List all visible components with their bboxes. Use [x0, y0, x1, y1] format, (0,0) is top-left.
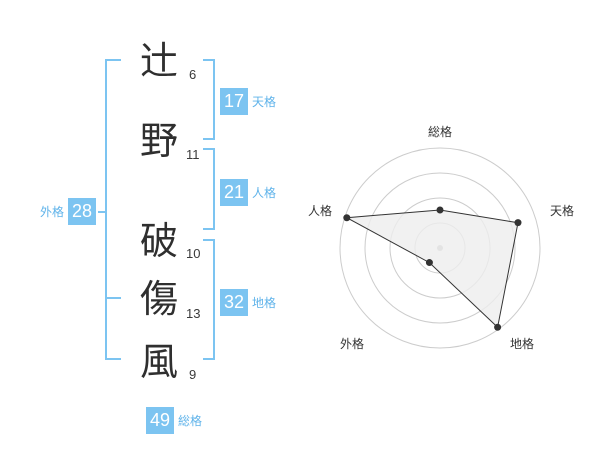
radar-grid-ring [414, 222, 466, 274]
tenkaku-value: 17 [220, 88, 248, 115]
radar-label-chikaku: 地格 [510, 337, 535, 351]
radar-label-jinkaku: 人格 [308, 204, 333, 218]
stroke-count-3: 10 [186, 246, 201, 261]
stroke-count-4: 13 [186, 306, 201, 321]
jinkaku-value: 21 [220, 179, 248, 206]
name-char-3: 破 [140, 219, 179, 263]
radar-label-gaikaku: 外格 [340, 337, 365, 351]
gaikaku-value: 28 [68, 198, 97, 225]
soukaku-badge: 49 総格 [146, 407, 202, 434]
gaikaku-badge: 外格 28 [40, 198, 97, 225]
radar-point-3 [494, 323, 502, 331]
gaikaku-bracket [105, 59, 121, 360]
radar-grid-ring [339, 147, 541, 349]
name-char-5: 風 [140, 340, 179, 384]
chikaku-bracket [203, 239, 215, 360]
gaikaku-divider [105, 297, 121, 299]
tenkaku-bracket [203, 59, 215, 140]
radar-area [345, 209, 519, 329]
radar-center-dot [437, 245, 443, 251]
chikaku-badge: 32 地格 [220, 289, 276, 316]
jinkaku-badge: 21 人格 [220, 179, 276, 206]
chikaku-label: 地格 [252, 296, 277, 310]
stroke-count-2: 11 [186, 147, 200, 162]
radar-point-2 [514, 219, 522, 227]
radar-point-4 [425, 259, 433, 267]
radar-label-soukaku: 総格 [428, 125, 453, 139]
radar-label-tenkaku: 天格 [550, 204, 575, 218]
soukaku-value: 49 [146, 407, 174, 434]
radar-point-1 [436, 206, 444, 214]
radar-grid-ring [364, 172, 516, 324]
stroke-count-1: 6 [189, 67, 197, 82]
name-char-1: 辻 [140, 39, 179, 83]
name-char-2: 野 [140, 119, 179, 163]
radar-point-5 [343, 214, 351, 222]
jinkaku-label: 人格 [252, 186, 277, 200]
gaikaku-connector [98, 211, 106, 213]
chikaku-value: 32 [220, 289, 248, 316]
jinkaku-bracket [203, 148, 215, 230]
stroke-count-5: 9 [189, 367, 197, 382]
name-char-4: 傷 [140, 277, 179, 321]
gaikaku-label: 外格 [40, 205, 65, 219]
radar-grid-ring [389, 197, 491, 299]
tenkaku-label: 天格 [252, 95, 277, 109]
soukaku-label: 総格 [178, 414, 203, 428]
tenkaku-badge: 17 天格 [220, 88, 276, 115]
